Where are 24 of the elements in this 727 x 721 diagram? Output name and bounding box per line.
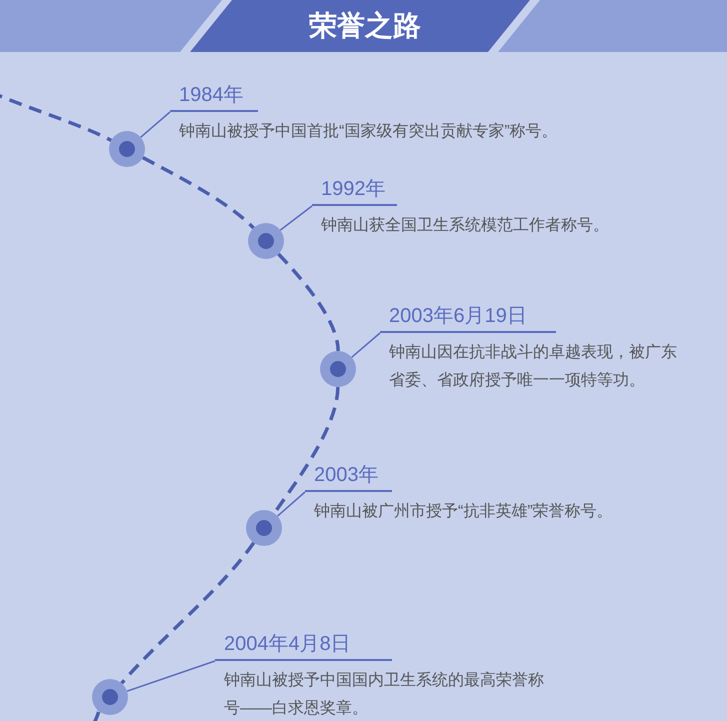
timeline-marker <box>248 223 284 259</box>
dashed-timeline <box>142 156 255 230</box>
leader-line <box>126 660 216 692</box>
leader-line <box>140 111 170 138</box>
timeline-marker <box>246 510 282 546</box>
date-heading: 2004年4月8日 <box>215 629 392 661</box>
event-description: 钟南山被授予中国首批“国家级有突出贡献专家”称号。 <box>178 122 559 142</box>
dashed-timeline <box>277 252 340 352</box>
date-heading: 1984年 <box>170 80 258 112</box>
leader-line <box>280 205 312 231</box>
event-description: 钟南山被广州市授予“抗非英雄”荣誉称号。 <box>313 502 614 522</box>
event-description: 钟南山获全国卫生系统模范工作者称号。 <box>320 216 610 236</box>
date-heading: 1992年 <box>312 174 397 206</box>
banner-title: 荣誉之路 <box>308 9 422 43</box>
timeline-marker <box>109 131 145 167</box>
leader-line <box>351 332 380 358</box>
leader-line <box>277 491 306 517</box>
timeline-marker <box>320 351 356 387</box>
timeline-marker <box>92 679 128 715</box>
event-description: 钟南山因在抗非战斗的卓越表现，被广东省委、省政府授予唯一一项特等功。 <box>388 342 678 391</box>
dashed-timeline <box>120 542 256 684</box>
date-heading: 2003年6月19日 <box>380 301 556 333</box>
event-description: 钟南山被授予中国国内卫生系统的最高荣誉称号——白求恩奖章。 <box>223 670 545 719</box>
date-heading: 2003年 <box>305 460 392 492</box>
